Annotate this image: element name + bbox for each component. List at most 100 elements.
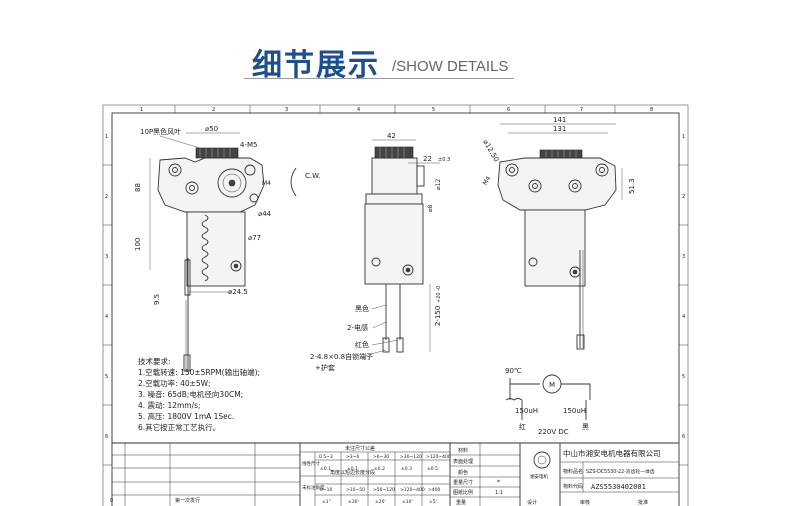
circuit-temp: 90℃ xyxy=(505,367,522,375)
label-m4-left: M4 xyxy=(262,180,271,187)
ruler-side-5: 5 xyxy=(105,374,108,380)
dim-d-small-a: ⌀12 xyxy=(435,179,442,190)
label-rotation: C.W. xyxy=(305,172,320,180)
svg-text:±0.1: ±0.1 xyxy=(320,466,331,472)
ruler-side-r3: 3 xyxy=(682,254,685,260)
requirement-5: 5. 高压: 1800V 1mA 1Sec. xyxy=(138,411,234,421)
circuit-red: 红 xyxy=(519,422,526,431)
tb-star: * xyxy=(497,479,500,486)
svg-text:>400: >400 xyxy=(428,487,440,493)
ruler-side-r5: 5 xyxy=(682,374,685,380)
tb-surface: 表面处理 xyxy=(453,458,473,465)
svg-text:±5': ±5' xyxy=(429,499,437,505)
ruler-top-5: 5 xyxy=(432,107,435,113)
requirement-2: 2.空载功率: 40±5W; xyxy=(138,378,211,388)
tb-design: 设计 xyxy=(527,499,537,506)
section-header: 细节展示 /SHOW DETAILS xyxy=(0,0,790,92)
tb-tolerance-title: 未注尺寸公差 xyxy=(345,445,375,452)
tb-part-name-label: 物料品名 xyxy=(563,468,583,475)
circuit-motor: M xyxy=(549,381,555,389)
frame-ruler-side: 1 2 3 4 5 6 1 2 3 4 5 6 xyxy=(103,134,688,466)
ruler-top-4: 4 xyxy=(357,107,360,113)
svg-text:±10': ±10' xyxy=(402,499,413,505)
gearbox-plate xyxy=(157,157,265,213)
svg-text:±0.2: ±0.2 xyxy=(374,466,385,472)
title-block: 0 第一次发行 未注尺寸公差 角度以短边长度分段 线性尺寸 未标注角度 0.5~… xyxy=(110,442,679,506)
gearbox-plate-right xyxy=(497,157,617,211)
requirement-4: 4. 震动: 12mm/s; xyxy=(138,400,201,410)
rotation-arrow-icon xyxy=(290,167,297,197)
ruler-side-6: 6 xyxy=(105,434,108,440)
ruler-side-2: 2 xyxy=(105,194,108,200)
ruler-side-r1: 1 xyxy=(682,134,685,140)
svg-text:±20': ±20' xyxy=(375,499,386,505)
dim-lead-tol: +20 -0 xyxy=(436,286,442,303)
ruler-side-r6: 6 xyxy=(682,434,685,440)
ruler-side-4: 4 xyxy=(105,314,108,320)
circuit-voltage: 220V DC xyxy=(538,428,569,436)
dim-len-100: 100 xyxy=(134,238,142,251)
dim-height-88: 88 xyxy=(134,183,142,192)
right-view: 141 131 ⌀12.50 M4 51.3 xyxy=(481,116,636,350)
label-terminal: 2-4.8×0.8自锁端子 xyxy=(310,352,373,361)
requirement-6: 6.其它按正常工艺执行。 xyxy=(138,422,220,432)
circuit-black: 黑 xyxy=(582,423,589,431)
dim-len-9-5: 9.5 xyxy=(153,294,161,305)
dim-d-small-b: ⌀8 xyxy=(427,204,434,212)
mount-hole-tl xyxy=(168,163,182,177)
requirement-3: 3. 噪音: 65dB;电机径向30CM; xyxy=(138,389,243,399)
dim-w22: 22 xyxy=(423,155,432,163)
tb-first-edition: 第一次发行 xyxy=(175,497,200,504)
dim-tol: ±0.3 xyxy=(438,157,450,163)
tb-ang-label: 未标注角度 xyxy=(302,484,325,491)
label-red-wire: 红色 xyxy=(355,340,369,349)
dim-d12-5: ⌀12.50 xyxy=(481,138,500,163)
label-inductor: 2-电感 xyxy=(347,323,368,332)
tb-review: 审核 xyxy=(580,499,590,506)
ruler-side-r2: 2 xyxy=(682,194,685,200)
svg-text:±30': ±30' xyxy=(348,499,359,505)
drawing-border xyxy=(111,112,680,506)
tb-ang-ranges: 0~10 >10~50 >50~120 >120~400 >400 xyxy=(320,487,440,493)
tb-part-name: SZS-DC5530-22-双齿轮一体齿 xyxy=(586,468,655,475)
logo-text: 湘安电机 xyxy=(530,473,548,480)
tb-company: 中山市湘安电机电器有限公司 xyxy=(563,448,661,458)
tb-material: 材料 xyxy=(458,447,468,454)
middle-view: 42 22 ±0.3 ⌀12 ⌀8 2-150 +20 -0 黑色 2-电感 红… xyxy=(310,132,450,372)
tb-lin-values: ±0.1 ±0.1 ±0.2 ±0.3 ±0.5 xyxy=(320,466,438,472)
drawing-frame xyxy=(102,104,689,506)
section-title: 细节展示 xyxy=(252,48,380,83)
ruler-top-8: 8 xyxy=(650,107,653,113)
svg-text:±1°: ±1° xyxy=(322,499,331,505)
dim-lead-len: 2-150 xyxy=(434,306,442,326)
svg-text:±0.1: ±0.1 xyxy=(347,466,358,472)
gear-housing-side xyxy=(371,157,418,195)
tb-color: 颜色 xyxy=(458,469,468,476)
tb-scale: 1:1 xyxy=(495,490,503,496)
tb-qty: 重量 xyxy=(456,499,466,506)
dim-h51-3: 51.3 xyxy=(628,178,636,194)
tb-part-code: AZS5530402001 xyxy=(591,483,646,491)
technical-requirements: 技术要求: 1.空载转速: 150±5RPM(输出轴端); 2.空载功率: 40… xyxy=(138,356,260,432)
fan-blade xyxy=(195,147,239,159)
svg-text:>10~50: >10~50 xyxy=(346,487,365,493)
ruler-top-3: 3 xyxy=(285,107,288,113)
svg-text:0.5~3: 0.5~3 xyxy=(319,454,333,460)
label-black-wire: 黑色 xyxy=(355,304,369,313)
dim-fan-dia: ⌀50 xyxy=(205,125,218,133)
ruler-top-2: 2 xyxy=(212,107,215,113)
svg-text:±0.5: ±0.5 xyxy=(427,466,438,472)
svg-text:±0.3: ±0.3 xyxy=(401,466,412,472)
dim-d44: ⌀44 xyxy=(258,210,272,218)
motor-body-right xyxy=(524,209,586,287)
dim-w141: 141 xyxy=(553,116,566,124)
wiring-circuit: 90℃ M 150uH 150uH 红 黑 220V DC xyxy=(505,367,591,436)
label-m4-right: M4 xyxy=(482,175,493,186)
dim-w42: 42 xyxy=(387,132,396,140)
section-subtitle: /SHOW DETAILS xyxy=(392,58,509,75)
label-fan: 10P黑色风叶 xyxy=(140,127,181,136)
ruler-side-1: 1 xyxy=(105,134,108,140)
tb-lin-ranges: 0.5~3 >3~6 >6~30 >30~120 >120~400 xyxy=(319,454,451,460)
output-gear xyxy=(217,168,247,198)
